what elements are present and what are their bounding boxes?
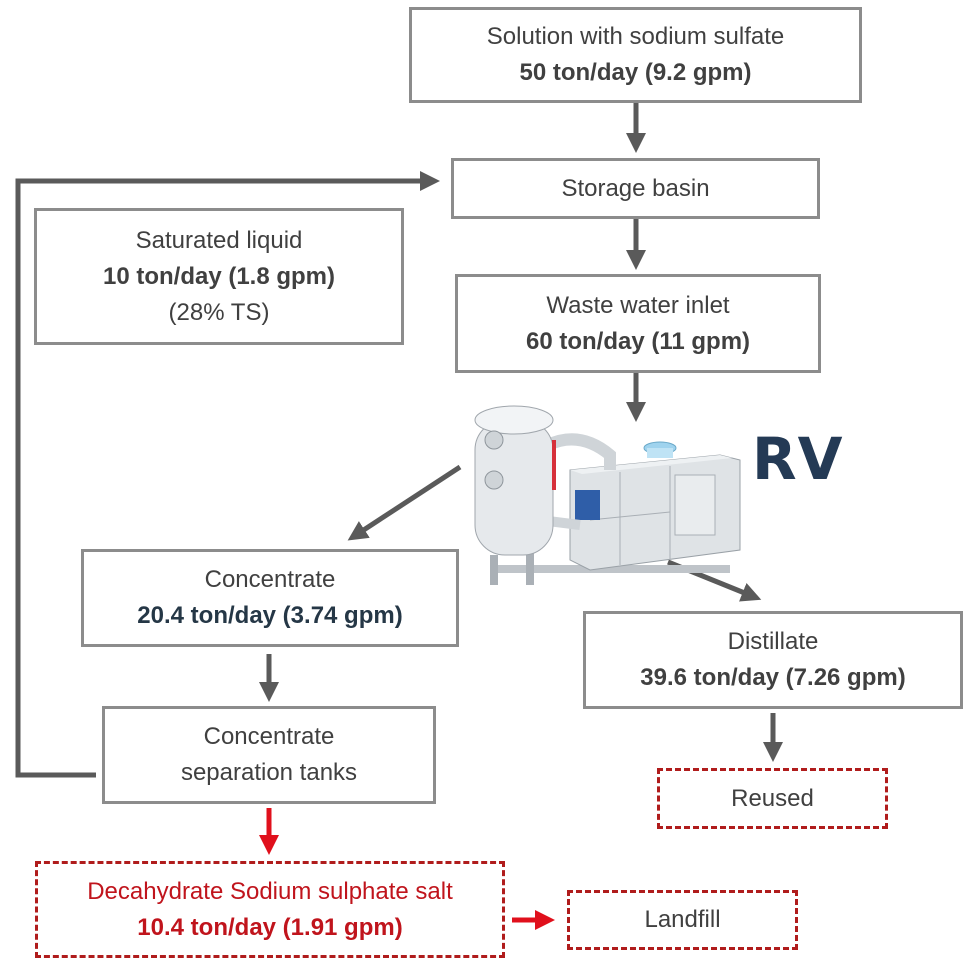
saturated-label: Saturated liquid	[135, 226, 303, 254]
concentrate-label: Concentrate	[204, 566, 336, 593]
box-concentrate: Concentrate 20.4 ton/day (3.74 gpm)	[81, 549, 459, 647]
box-solution: Solution with sodium sulfate 50 ton/day …	[409, 7, 862, 103]
box-separation-tanks: Concentrate separation tanks	[102, 706, 436, 804]
reused-label: Reused	[731, 784, 814, 812]
box-saturated-liquid: Saturated liquid 10 ton/day (1.8 gpm) (2…	[34, 208, 404, 345]
evaporator-unit-icon	[474, 405, 741, 585]
separation-label-line2: separation tanks	[180, 759, 358, 786]
inlet-flow: 60 ton/day (11 gpm)	[525, 327, 751, 355]
saturated-flow: 10 ton/day (1.8 gpm)	[102, 262, 336, 290]
box-landfill: Landfill	[567, 890, 798, 950]
box-reused: Reused	[657, 768, 888, 829]
distillate-flow: 39.6 ton/day (7.26 gpm)	[640, 664, 906, 691]
salt-flow: 10.4 ton/day (1.91 gpm)	[137, 913, 403, 941]
separation-label-line1: Concentrate	[203, 723, 335, 750]
concentrate-flow: 20.4 ton/day (3.74 gpm)	[137, 602, 403, 629]
landfill-label: Landfill	[644, 906, 721, 933]
salt-label: Decahydrate Sodium sulphate salt	[87, 877, 453, 905]
box-distillate: Distillate 39.6 ton/day (7.26 gpm)	[583, 611, 963, 709]
saturated-note: (28% TS)	[168, 298, 270, 326]
box-storage-basin: Storage basin	[451, 158, 820, 219]
arrow-unit-to-concentrate	[347, 464, 462, 541]
storage-label: Storage basin	[561, 174, 710, 202]
rv-label: RV	[752, 425, 844, 493]
distillate-label: Distillate	[727, 628, 819, 655]
box-decahydrate-salt: Decahydrate Sodium sulphate salt 10.4 to…	[35, 861, 505, 958]
solution-label: Solution with sodium sulfate	[486, 23, 785, 50]
box-waste-water-inlet: Waste water inlet 60 ton/day (11 gpm)	[455, 274, 821, 373]
solution-flow: 50 ton/day (9.2 gpm)	[519, 59, 752, 86]
recycle-line-to-storage	[15, 171, 440, 778]
inlet-label: Waste water inlet	[546, 291, 730, 319]
